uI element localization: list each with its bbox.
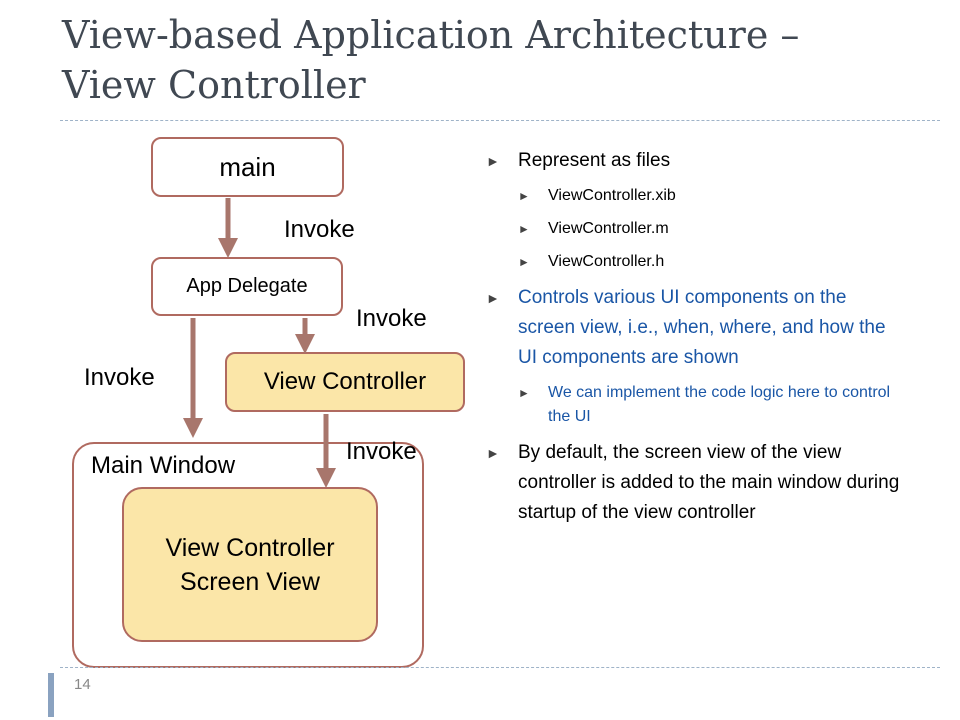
sub-bullet-m: ► ViewController.m (486, 217, 906, 241)
screen-view-box: View Controller Screen View (122, 487, 378, 642)
footer-divider (60, 667, 940, 668)
main-window-label: Main Window (91, 452, 236, 479)
invoke-label-delegate-to-vc: Invoke (356, 305, 427, 332)
footer-accent-bar (48, 673, 54, 717)
screen-view-label-1: View Controller (165, 533, 335, 562)
page-number: 14 (74, 676, 91, 693)
triangle-bullet-icon: ► (518, 222, 530, 236)
sub-bullet-code-logic: ► We can implement the code logic here t… (486, 381, 906, 429)
title-line-1: View-based Application Architecture – (62, 13, 800, 57)
bullet-default-screen-view: ► By default, the screen view of the vie… (486, 438, 906, 528)
bullet-list: ► Represent as files ► ViewController.xi… (486, 146, 906, 532)
triangle-bullet-icon: ► (486, 153, 500, 169)
invoke-label-delegate-to-window: Invoke (84, 364, 155, 391)
invoke-label-vc-to-screen: Invoke (346, 438, 417, 465)
main-box: main (151, 137, 344, 197)
triangle-bullet-icon: ► (486, 445, 500, 461)
screen-view-label-2: Screen View (180, 567, 320, 596)
sub-bullet-xib: ► ViewController.xib (486, 184, 906, 208)
invoke-label-main-to-delegate: Invoke (284, 216, 355, 243)
triangle-bullet-icon: ► (518, 386, 530, 400)
triangle-bullet-icon: ► (518, 189, 530, 203)
slide-title: View-based Application Architecture – Vi… (62, 10, 942, 110)
app-delegate-box: App Delegate (151, 257, 343, 316)
view-controller-box: View Controller (225, 352, 465, 412)
title-line-2: View Controller (62, 63, 366, 107)
triangle-bullet-icon: ► (518, 255, 530, 269)
sub-bullet-h: ► ViewController.h (486, 250, 906, 274)
triangle-bullet-icon: ► (486, 290, 500, 306)
bullet-represent-files: ► Represent as files (486, 146, 906, 176)
bullet-controls-ui: ► Controls various UI components on the … (486, 283, 906, 373)
title-divider (60, 120, 940, 121)
